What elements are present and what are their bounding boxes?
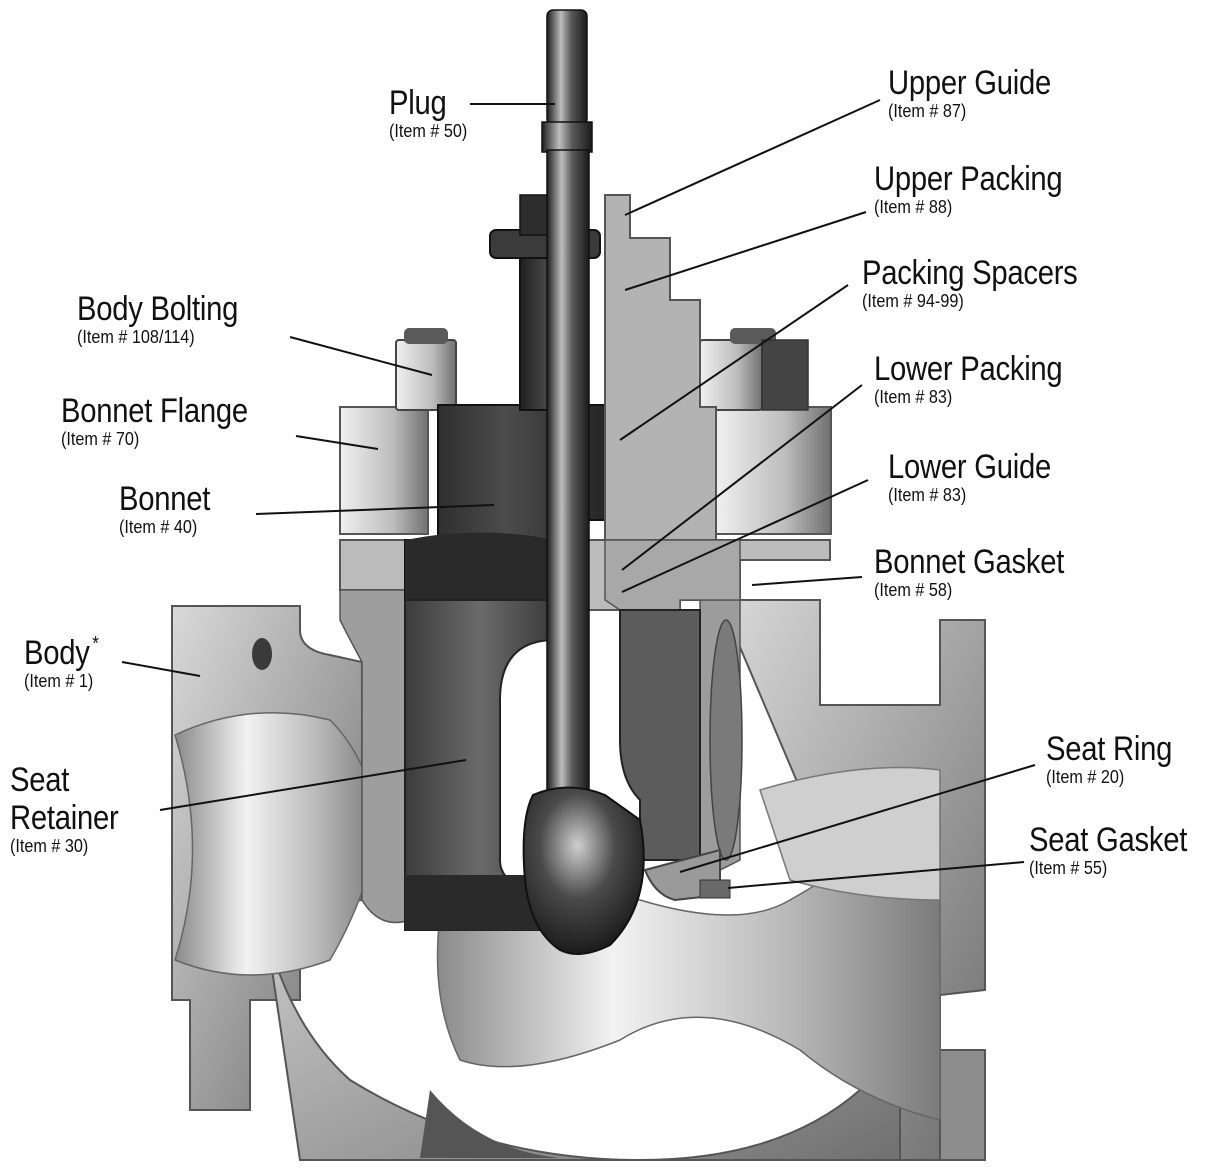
label-plug: Plug (Item # 50) — [389, 86, 476, 140]
label-seat-gasket: Seat Gasket (Item # 55) — [1029, 823, 1212, 877]
label-body-bolting-name: Body Bolting — [77, 290, 239, 328]
label-body-bolting-item: (Item # 108/114) — [77, 327, 195, 347]
leader-upper-guide — [624, 99, 881, 216]
label-plug-item: (Item # 50) — [389, 121, 468, 141]
leader-bonnet — [255, 504, 495, 515]
label-seat-ring-name: Seat Ring — [1046, 730, 1173, 768]
leader-upper-packing — [624, 211, 867, 291]
label-upper-packing-item: (Item # 88) — [874, 197, 953, 217]
label-bonnet-flange-name: Bonnet Flange — [61, 392, 248, 430]
label-bonnet-name: Bonnet — [119, 480, 211, 518]
leader-lower-guide — [621, 479, 869, 593]
leader-body-bolting — [289, 336, 433, 376]
label-seat-retainer-name2: Retainer — [10, 799, 119, 837]
label-seat-gasket-item: (Item # 55) — [1029, 858, 1108, 878]
label-packing-spacers-item: (Item # 94-99) — [862, 291, 964, 311]
seat-ring-part — [643, 848, 731, 902]
label-lower-packing-name: Lower Packing — [874, 350, 1063, 388]
label-upper-packing-name: Upper Packing — [874, 160, 1063, 198]
label-bonnet-gasket-name: Bonnet Gasket — [874, 543, 1065, 581]
leader-lines — [121, 99, 1036, 889]
label-bonnet-flange: Bonnet Flange (Item # 70) — [61, 394, 278, 448]
label-body-bolting: Body Bolting (Item # 108/114) — [77, 292, 264, 346]
leader-seat-retainer — [159, 759, 467, 811]
label-bonnet-gasket: Bonnet Gasket (Item # 58) — [874, 545, 1095, 599]
label-body: Body* (Item # 1) — [24, 633, 111, 691]
leader-seat-ring — [679, 764, 1036, 873]
label-upper-guide-name: Upper Guide — [888, 64, 1051, 102]
label-seat-retainer-name: Seat — [10, 761, 70, 799]
leader-seat-gasket — [727, 861, 1025, 889]
label-seat-gasket-name: Seat Gasket — [1029, 821, 1188, 859]
label-upper-guide-item: (Item # 87) — [888, 101, 967, 121]
label-packing-spacers-name: Packing Spacers — [862, 254, 1078, 292]
label-lower-packing: Lower Packing (Item # 83) — [874, 352, 1093, 406]
label-bonnet-item: (Item # 40) — [119, 517, 198, 537]
seat-retainer-part — [404, 599, 701, 931]
label-seat-retainer: Seat Retainer (Item # 30) — [10, 763, 136, 855]
leader-lower-packing — [621, 384, 863, 571]
label-bonnet-flange-item: (Item # 70) — [61, 429, 140, 449]
plug-and-stem — [522, 9, 645, 955]
leader-bonnet-gasket — [751, 576, 863, 586]
label-packing-spacers: Packing Spacers (Item # 94-99) — [862, 256, 1113, 310]
label-seat-retainer-item: (Item # 30) — [10, 836, 89, 856]
label-lower-packing-item: (Item # 83) — [874, 387, 953, 407]
label-lower-guide-item: (Item # 83) — [888, 485, 967, 505]
label-bonnet-gasket-item: (Item # 58) — [874, 580, 953, 600]
label-bonnet: Bonnet (Item # 40) — [119, 482, 225, 536]
label-upper-packing: Upper Packing (Item # 88) — [874, 162, 1093, 216]
label-upper-guide: Upper Guide (Item # 87) — [888, 66, 1077, 120]
label-lower-guide-name: Lower Guide — [888, 448, 1051, 486]
label-seat-ring: Seat Ring (Item # 20) — [1046, 732, 1193, 786]
label-body-name: Body* — [24, 633, 99, 672]
leader-bonnet-flange — [295, 435, 379, 450]
leader-packing-spacers — [619, 284, 849, 441]
label-body-asterisk: * — [92, 633, 99, 655]
label-plug-name: Plug — [389, 84, 447, 122]
label-body-text: Body — [24, 634, 90, 672]
label-body-item: (Item # 1) — [24, 671, 94, 691]
label-seat-ring-item: (Item # 20) — [1046, 767, 1125, 787]
label-lower-guide: Lower Guide (Item # 83) — [888, 450, 1077, 504]
leader-body — [121, 661, 201, 677]
